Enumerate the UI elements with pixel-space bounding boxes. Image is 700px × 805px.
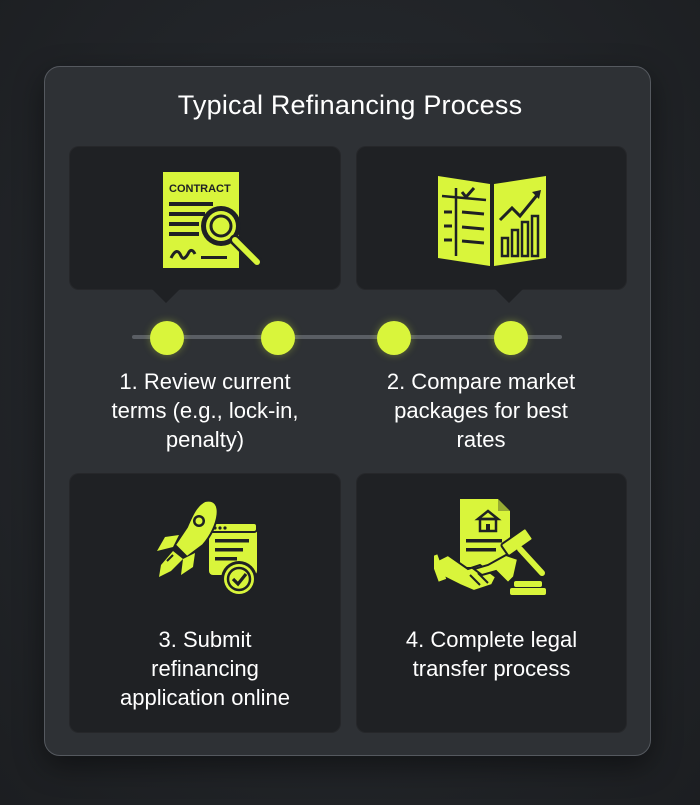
legal-handshake-icon: [434, 499, 546, 595]
step-2-label: 2. Compare market packages for best rate…: [345, 367, 617, 454]
step-2-line-3: rates: [456, 427, 506, 452]
step-1-label: 1. Review current terms (e.g., lock-in, …: [69, 367, 341, 454]
contract-magnifier-icon: CONTRACT: [163, 172, 263, 268]
step-3-label: 3. Submit refinancing application online: [69, 625, 341, 712]
timeline-dot-4: [494, 321, 528, 355]
step-1-line-2: terms (e.g., lock-in,: [111, 398, 299, 423]
step-3-line-1: 3. Submit: [158, 627, 252, 652]
step-3-line-3: application online: [119, 685, 291, 710]
step-2-line-2: packages for best: [394, 398, 568, 423]
step-2-pointer: [495, 289, 523, 303]
step-1-pointer: [152, 289, 180, 303]
timeline-dot-1: [150, 321, 184, 355]
step-1-card: CONTRACT: [69, 146, 341, 303]
comparison-chart-icon: [438, 176, 546, 266]
step-3-card: 3. Submit refinancing application online: [69, 473, 341, 733]
page-title: Typical Refinancing Process: [177, 90, 523, 120]
step-2-card: [356, 146, 627, 303]
step-1-line-1: 1. Review current: [119, 369, 291, 394]
step-3-line-2: refinancing: [151, 656, 259, 681]
timeline-dot-3: [377, 321, 411, 355]
timeline-dot-2: [261, 321, 295, 355]
step-4-label: 4. Complete legal transfer process: [356, 625, 627, 683]
rocket-application-icon: [157, 499, 258, 597]
step-4-card: 4. Complete legal transfer process: [356, 473, 627, 733]
step-4-line-2: transfer process: [412, 656, 571, 681]
step-1-line-3: penalty): [165, 427, 245, 452]
step-2-line-1: 2. Compare market: [386, 369, 576, 394]
contract-label: CONTRACT: [169, 183, 231, 195]
timeline-line: [132, 335, 562, 339]
step-4-line-1: 4. Complete legal: [405, 627, 578, 652]
